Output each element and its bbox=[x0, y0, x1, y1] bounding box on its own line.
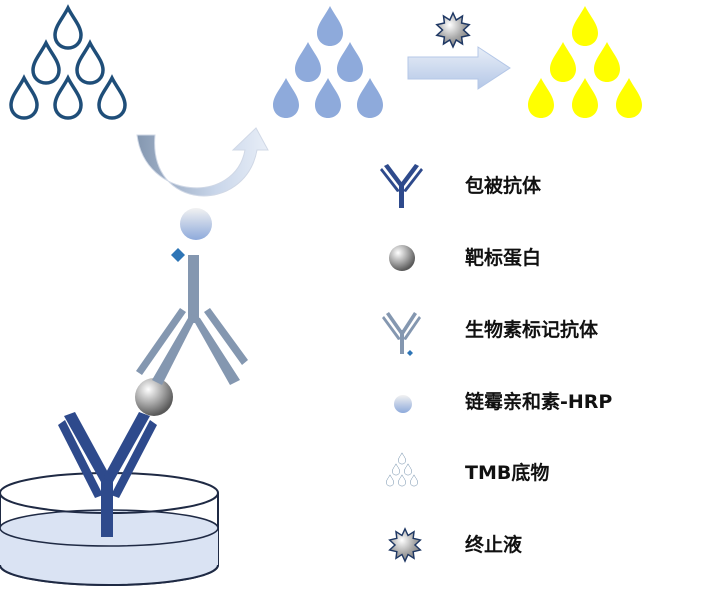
legend-label-biotin-antibody: 生物素标记抗体 bbox=[465, 319, 599, 341]
legend-label-target-protein: 靶标蛋白 bbox=[465, 247, 542, 269]
tmb-drops-blue bbox=[273, 6, 383, 118]
drop-yellow-icon bbox=[528, 78, 554, 118]
coating-antibody-icon bbox=[380, 164, 423, 208]
drop-yellow-icon bbox=[572, 6, 598, 46]
streptavidin-hrp-icon bbox=[394, 395, 412, 413]
drop-yellow-icon bbox=[550, 42, 576, 82]
legend-label-tmb-substrate: TMB底物 bbox=[465, 462, 550, 484]
legend-label-coating-antibody: 包被抗体 bbox=[465, 175, 542, 197]
drop-blue-icon bbox=[337, 42, 363, 82]
drop-yellow-icon bbox=[594, 42, 620, 82]
drop-blue-icon bbox=[317, 6, 343, 46]
coating-antibody bbox=[58, 412, 157, 537]
legend-label-stop-solution: 终止液 bbox=[465, 534, 523, 556]
curved-arrow-icon bbox=[136, 127, 269, 197]
drop-blue-icon bbox=[273, 78, 299, 118]
drop-blue-icon bbox=[315, 78, 341, 118]
drop-yellow-icon bbox=[616, 78, 642, 118]
tmb-substrate-icon bbox=[386, 452, 418, 487]
drop-outline-icon bbox=[53, 76, 83, 120]
biotin-antibody bbox=[136, 255, 248, 385]
arrow-right-icon bbox=[407, 46, 511, 90]
drop-outline-icon bbox=[75, 41, 105, 85]
drop-blue-icon bbox=[357, 78, 383, 118]
biotin-antibody-icon bbox=[382, 312, 421, 356]
drop-outline-icon bbox=[9, 76, 39, 120]
biotin-diamond bbox=[171, 248, 185, 262]
drop-outline-icon bbox=[31, 41, 61, 85]
stop-solution-icon bbox=[388, 527, 422, 563]
drop-outline-icon bbox=[53, 6, 83, 50]
drop-yellow-icon bbox=[572, 78, 598, 118]
drop-blue-icon bbox=[295, 42, 321, 82]
legend-icons bbox=[380, 164, 423, 563]
target-protein-sphere bbox=[135, 378, 173, 416]
starburst-icon bbox=[435, 11, 471, 49]
tmb-drops-yellow bbox=[528, 6, 642, 118]
tmb-drops-clear bbox=[9, 6, 127, 120]
streptavidin-hrp-sphere bbox=[180, 208, 212, 240]
target-protein-icon bbox=[389, 245, 415, 271]
drop-outline-icon bbox=[97, 76, 127, 120]
legend-label-streptavidin-hrp: 链霉亲和素-HRP bbox=[465, 391, 613, 413]
